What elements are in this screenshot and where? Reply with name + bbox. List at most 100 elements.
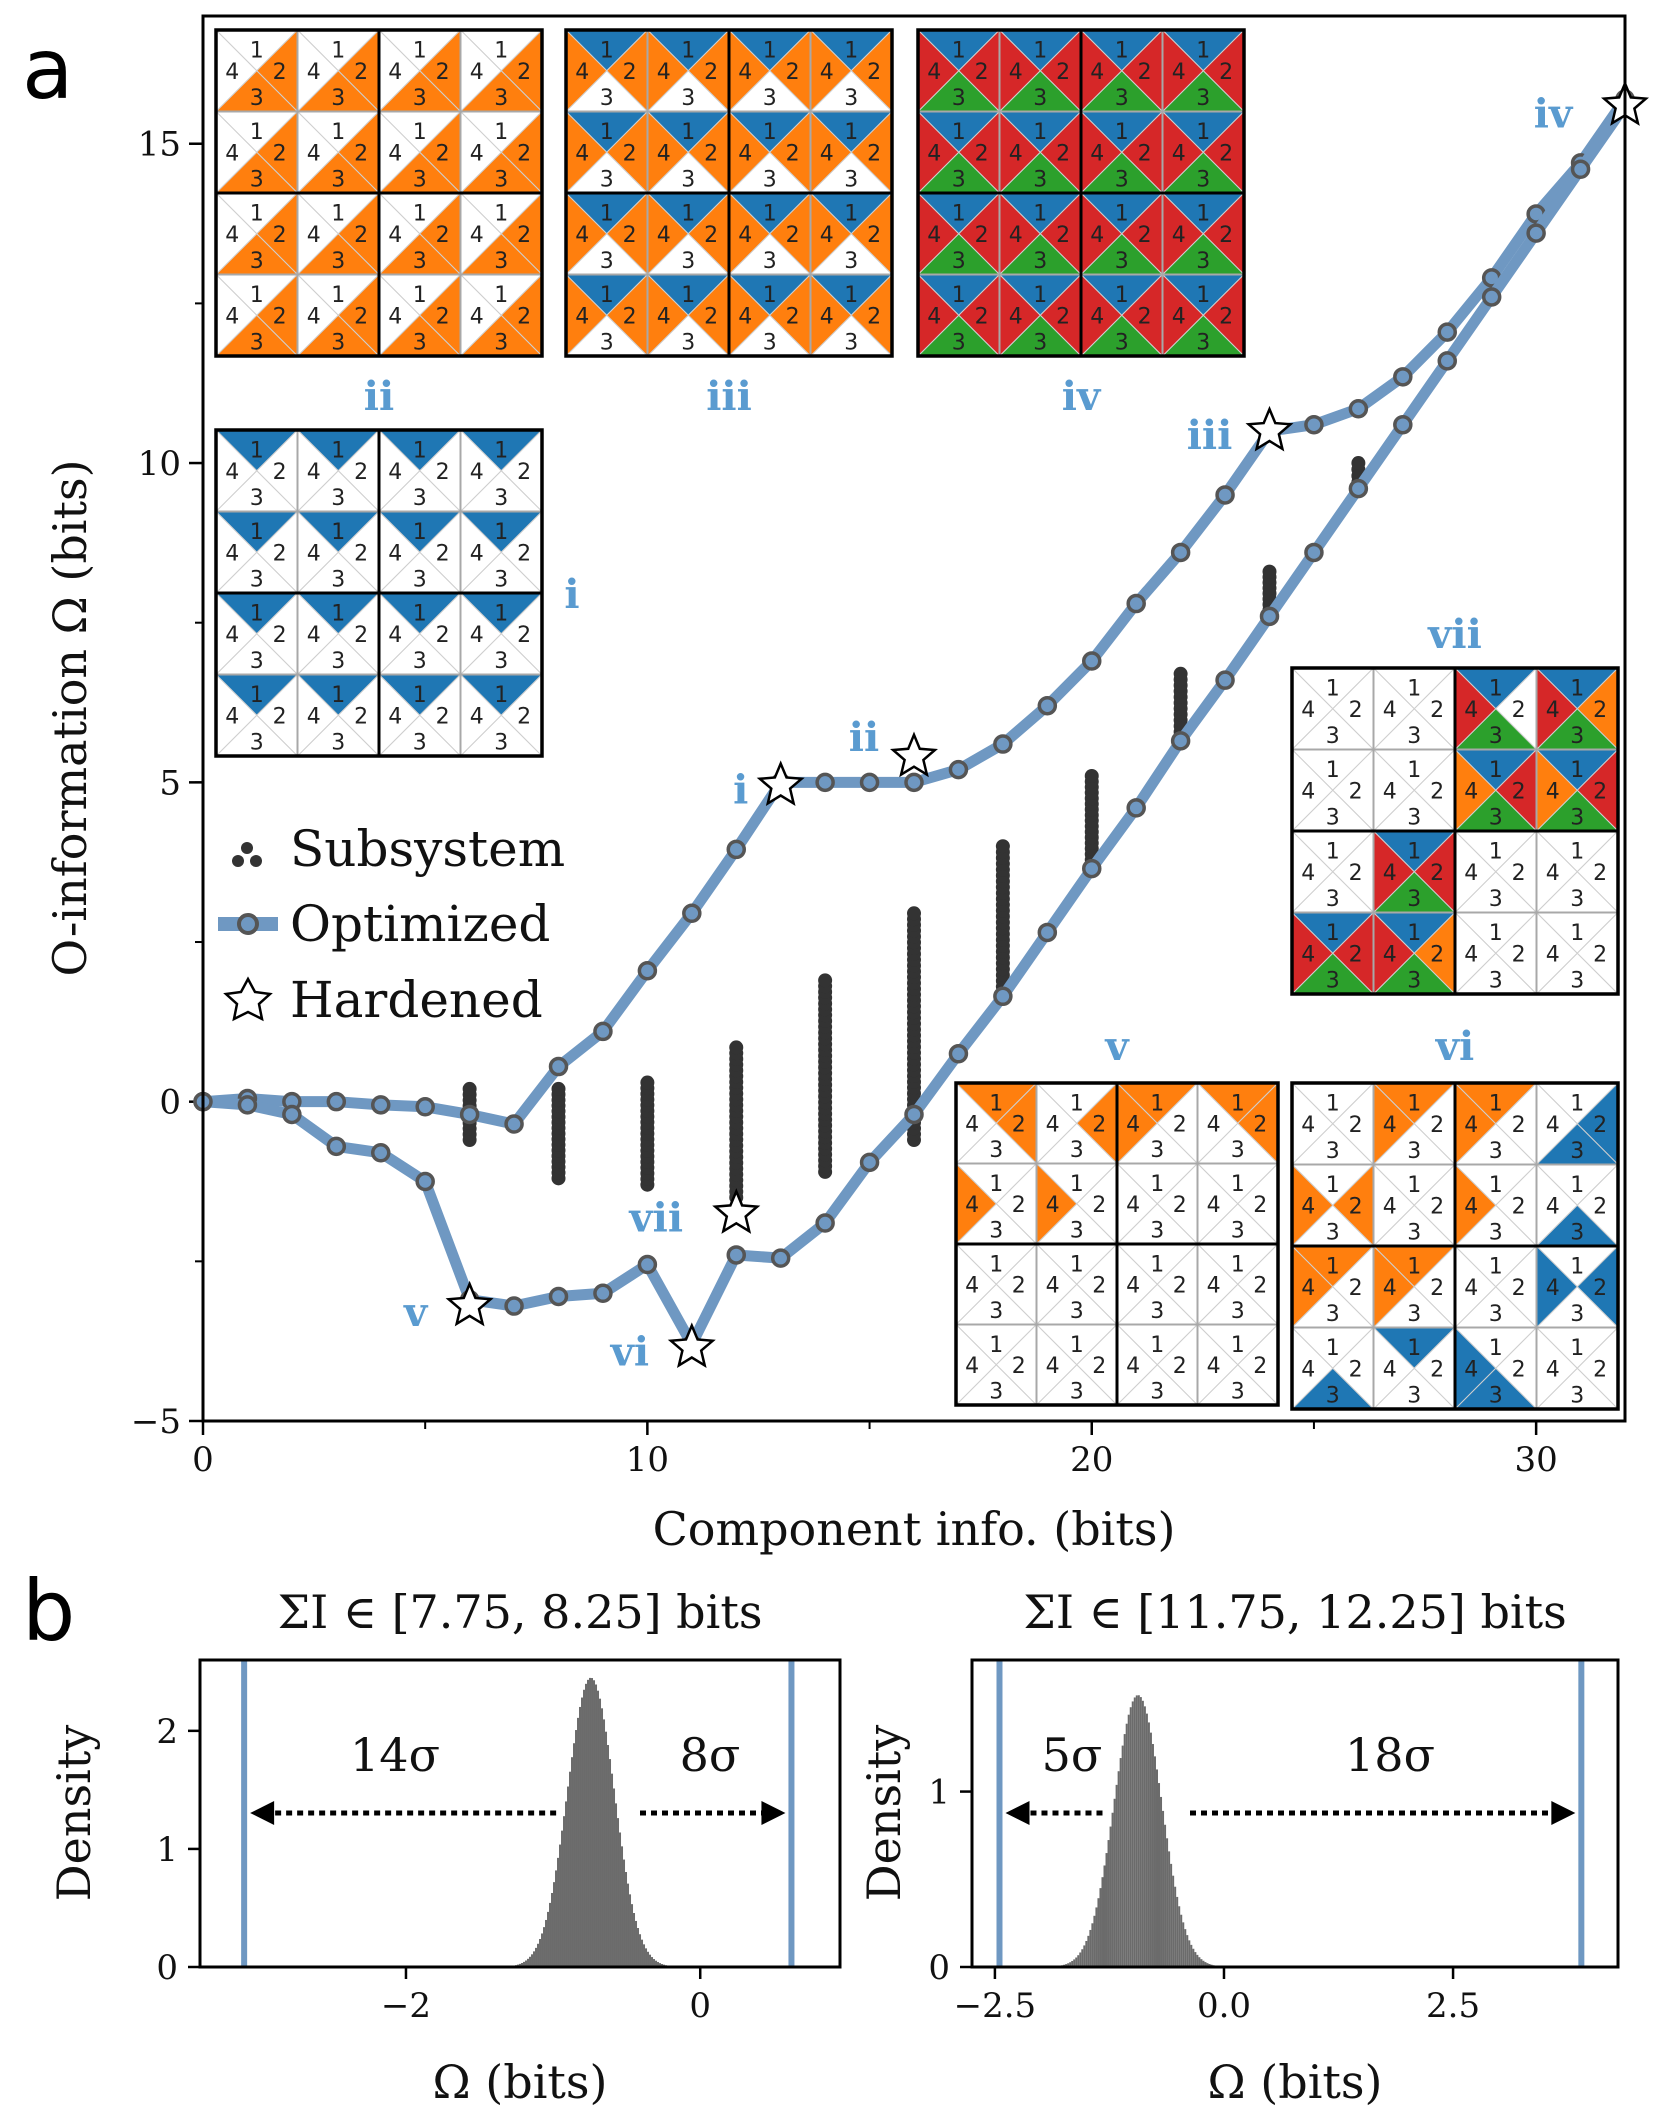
optimized-point: [1348, 399, 1369, 419]
tile-number: 1: [1033, 120, 1047, 145]
tile-number: 3: [494, 167, 508, 192]
histogram-bar: [1089, 1929, 1092, 1967]
histogram-bar: [635, 1920, 638, 1967]
x-tick-label: 0: [689, 1986, 711, 2026]
tile-number: 4: [1009, 304, 1023, 329]
legend-subsystem-label: Subsystem: [290, 820, 565, 878]
tile-number: 2: [975, 141, 989, 166]
tile-number: 4: [1207, 1273, 1221, 1298]
tile-number: 1: [1570, 840, 1584, 865]
subsystem-point: [551, 1081, 566, 1096]
tile-number: 4: [1046, 1193, 1060, 1218]
tile-number: 4: [1546, 1276, 1560, 1301]
histogram-bar: [1139, 1697, 1142, 1967]
histogram-bar: [1176, 1896, 1179, 1967]
tile-number: 2: [273, 304, 287, 329]
hist-right-frame: [970, 1658, 1620, 1969]
tile-number: 4: [225, 704, 239, 729]
tile-number: 3: [413, 567, 427, 592]
histogram-bar: [645, 1948, 648, 1967]
histogram-bar: [643, 1944, 646, 1967]
tile-number: 2: [517, 304, 531, 329]
tile-number: 4: [1464, 942, 1478, 967]
hardened-markers: [445, 80, 1649, 1369]
tile-number: 2: [1253, 1193, 1267, 1218]
tile-number: 4: [1172, 223, 1186, 248]
y-tick-label: 10: [138, 444, 181, 484]
tile-number: 2: [1138, 141, 1152, 166]
tile-number: 2: [1593, 1357, 1607, 1382]
tile-number: 1: [250, 602, 264, 627]
tile-number: 2: [1138, 304, 1152, 329]
tile-number: 3: [763, 167, 777, 192]
tile-number: 2: [354, 460, 368, 485]
tile-number: 3: [1196, 249, 1210, 274]
tile-number: 2: [1253, 1354, 1267, 1379]
tile-number: 4: [1090, 141, 1104, 166]
histogram-bar: [1143, 1706, 1146, 1967]
histogram-bar: [1149, 1732, 1152, 1967]
tile-number: 4: [470, 460, 484, 485]
subsystem-point: [1262, 564, 1277, 579]
histogram-bar: [581, 1697, 584, 1967]
tile-number: 1: [1150, 1091, 1164, 1116]
tile-number: 4: [1009, 223, 1023, 248]
inset-label-vi: vi: [1435, 1023, 1474, 1070]
tile-number: 2: [436, 623, 450, 648]
optimized-point: [1037, 695, 1058, 716]
tile-number: 2: [786, 223, 800, 248]
subsystem-point: [995, 839, 1010, 854]
histogram-bar: [1184, 1929, 1187, 1967]
tile-number: 1: [952, 120, 966, 145]
tile-number: 3: [494, 249, 508, 274]
histogram-bar: [641, 1939, 644, 1967]
tile-number: 2: [1012, 1273, 1026, 1298]
histogram-bar: [623, 1859, 626, 1967]
sigma-label: 5σ: [1042, 1728, 1103, 1782]
tile-number: 3: [331, 330, 345, 355]
optimized-point: [948, 759, 969, 780]
optimized-point: [1126, 593, 1146, 614]
tile-number: 4: [225, 60, 239, 85]
histogram-bar: [1180, 1914, 1183, 1967]
tile-number: 3: [1115, 86, 1129, 111]
optimized-point: [1570, 159, 1591, 180]
tile-number: 1: [494, 520, 508, 545]
tile-number: 3: [1150, 1380, 1164, 1405]
tile-number: 3: [250, 730, 264, 755]
arrowhead-left: [1005, 1801, 1030, 1825]
y-tick-label: 1: [928, 1773, 950, 1813]
histogram-bar: [611, 1773, 614, 1967]
optimized-point: [1393, 414, 1413, 435]
tile-number: 1: [1570, 758, 1584, 783]
histogram-bar: [1071, 1960, 1074, 1967]
tile-number: 3: [1570, 1302, 1584, 1327]
histogram-bar: [1121, 1745, 1124, 1967]
tile-number: 4: [307, 223, 321, 248]
histogram-bar: [1133, 1697, 1136, 1967]
inset-vi: 1234123412341234123412341234123412341234…: [1290, 1081, 1620, 1411]
inset-label-vii: vii: [1427, 611, 1482, 658]
tile-number: 1: [250, 120, 264, 145]
hist-right-title: ΣI ∈ [11.75, 12.25] bits: [1023, 1585, 1566, 1639]
tile-number: 1: [1407, 921, 1421, 946]
histogram-bar: [543, 1927, 546, 1967]
tile-number: 1: [250, 202, 264, 227]
histogram-bar: [607, 1745, 610, 1967]
histogram-bar: [1119, 1758, 1122, 1967]
histogram-bar: [657, 1962, 660, 1967]
optimized-point: [770, 1248, 791, 1268]
tile-number: 1: [1570, 1173, 1584, 1198]
tile-number: 4: [1090, 223, 1104, 248]
tile-number: 3: [250, 486, 264, 511]
tile-number: 1: [1033, 39, 1047, 64]
histogram-bar: [535, 1947, 538, 1967]
tile-number: 3: [1407, 805, 1421, 830]
hist-right-x-title: Ω (bits): [1208, 2055, 1383, 2109]
tile-number: 1: [1150, 1333, 1164, 1358]
optimized-point: [1126, 798, 1146, 818]
tile-number: 4: [1546, 1113, 1560, 1138]
optimized-point: [593, 1021, 613, 1042]
histogram-bar: [625, 1872, 628, 1967]
